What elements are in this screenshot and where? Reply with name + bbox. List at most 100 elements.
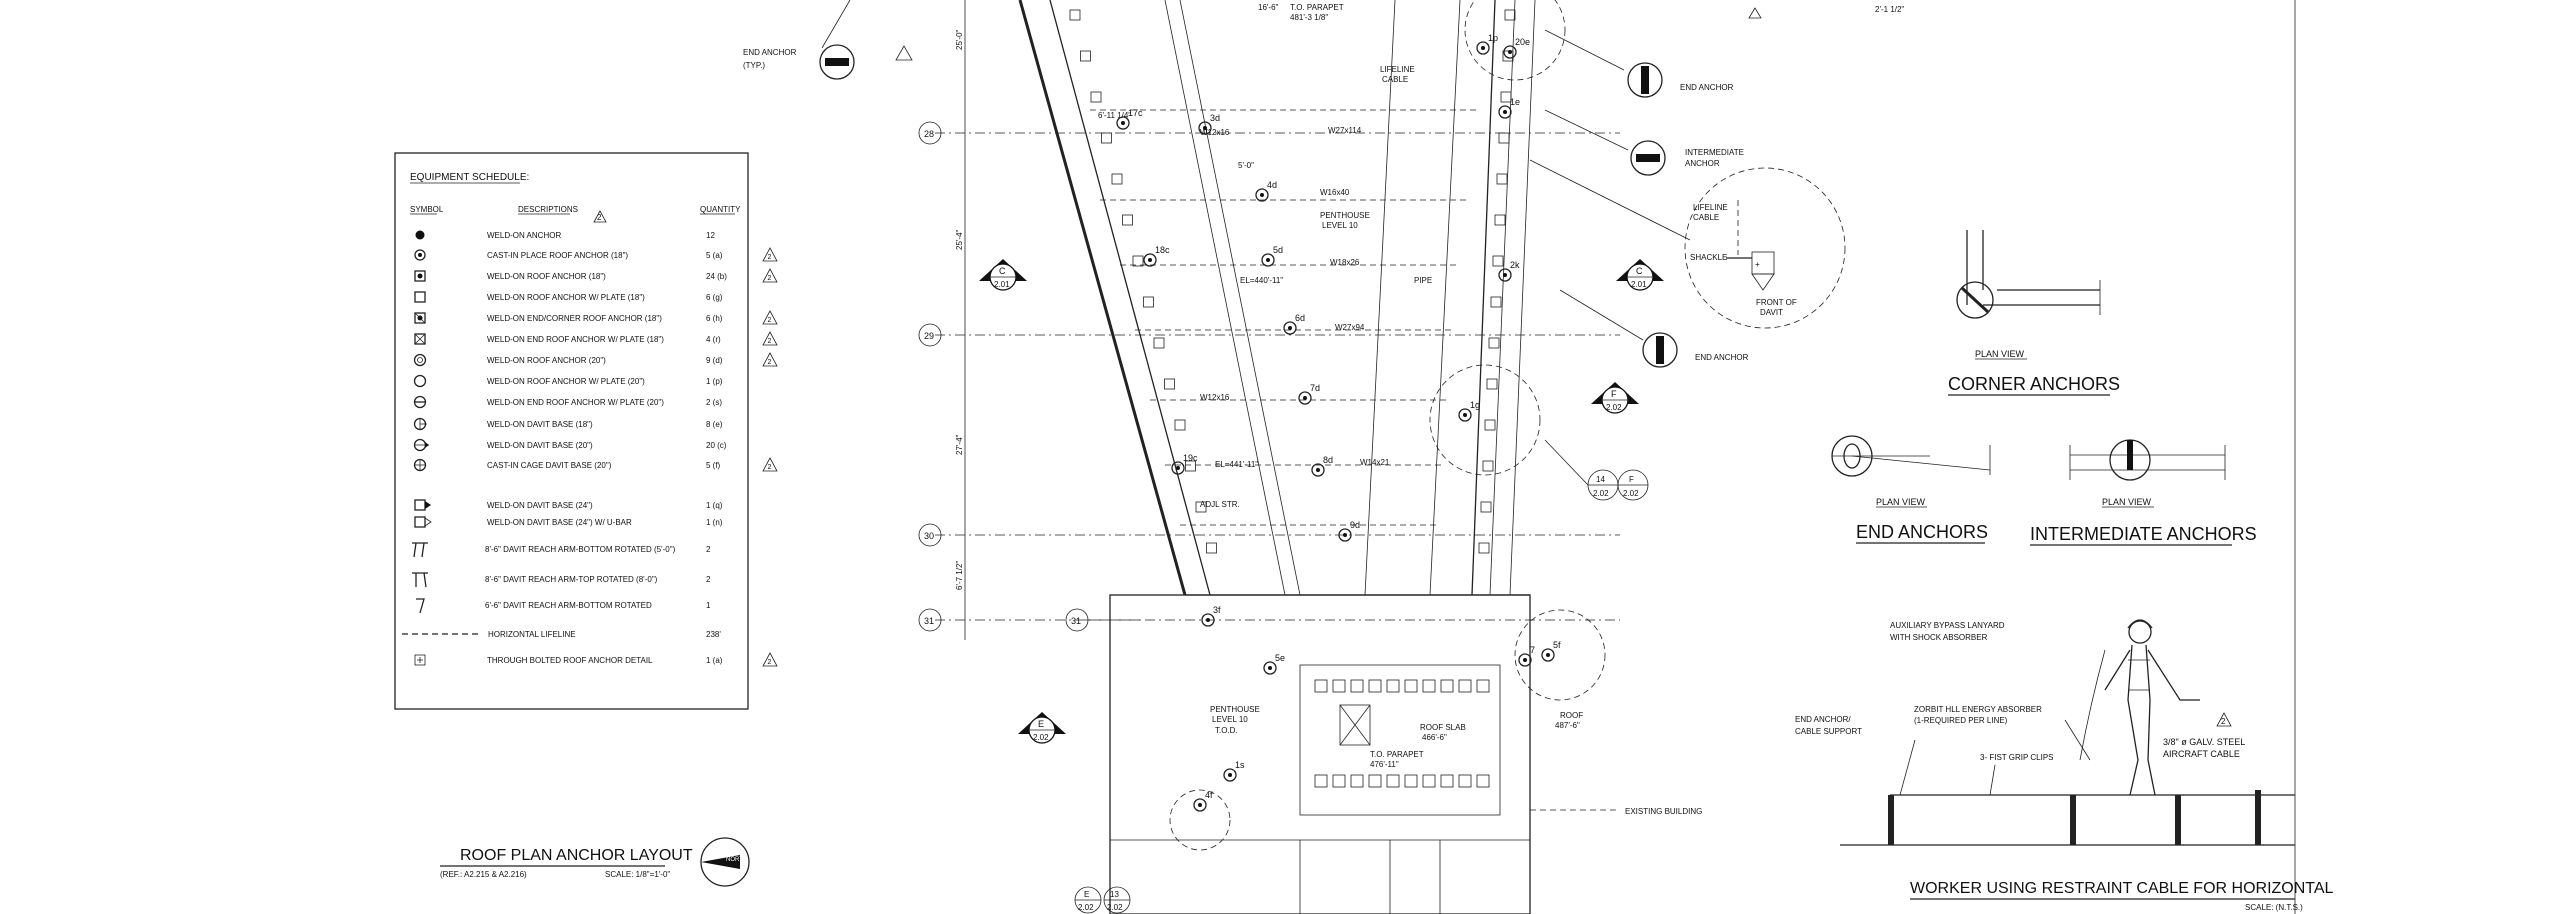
schedule-row: WELD-ON END ROOF ANCHOR W/ PLATE (18")4 … [414, 331, 778, 346]
svg-text:2.02: 2.02 [1107, 903, 1123, 912]
plan-ref: (REF.: A2.215 & A2.216) [440, 870, 527, 879]
schedule-quantity: 1 (q) [706, 501, 723, 510]
corner-anchor-icon [1956, 281, 1994, 319]
revision-triangle-icon [895, 45, 913, 61]
callout-end-anchor-1: END ANCHOR [1680, 83, 1734, 92]
anchor-marker: 19c [1171, 453, 1198, 475]
schedule-quantity: 238' [706, 630, 721, 639]
lifeline-detail-circle [1684, 167, 1846, 329]
anchor-icon [1458, 408, 1472, 422]
top-dimension-right: 2'-1 1/2" [1875, 5, 1904, 14]
anchor-marker: 1p [1476, 33, 1498, 55]
end-anchors-title: END ANCHORS [1856, 522, 1988, 542]
svg-text:31: 31 [1071, 616, 1081, 626]
slab-square [1404, 774, 1418, 788]
svg-text:DAVIT: DAVIT [1760, 308, 1783, 317]
anchor-marker: 5e [1263, 653, 1285, 675]
schedule-row: WELD-ON DAVIT BASE (20")20 (c) [413, 438, 727, 452]
svg-text:27'-4": 27'-4" [955, 434, 964, 455]
slab-square [1500, 91, 1512, 103]
schedule-row: 8'-6" DAVIT REACH ARM-BOTTOM ROTATED (5'… [412, 542, 711, 558]
penthouse-block: EXISTING BUILDING PENTHOUSE LEVEL 10 ROO… [1069, 9, 1702, 914]
grid-bubble-30: 30 [918, 523, 942, 547]
slab-square [1350, 679, 1364, 693]
slab-square [1458, 774, 1472, 788]
schedule-quantity: 5 (f) [706, 461, 721, 470]
slab-square [1494, 214, 1506, 226]
roof-plan: 28 29 30 31 31 25'-0" 25'-4" 27'-4" [440, 0, 1702, 914]
svg-text:3/8" ø GALV. STEEL: 3/8" ø GALV. STEEL [2163, 737, 2245, 747]
anchor-marker: 4f [1193, 790, 1213, 812]
slab-square [1090, 91, 1102, 103]
slab-square [1332, 679, 1346, 693]
schedule-header-rev: 2 [597, 213, 602, 222]
slab-square [1502, 50, 1514, 62]
anchor-icon [1518, 653, 1532, 667]
beam-label-2: W27x114 [1328, 126, 1362, 135]
upper-penthouse-level: LEVEL 10 [1322, 221, 1358, 230]
slab-square [1440, 679, 1454, 693]
svg-text:(1-REQUIRED PER LINE): (1-REQUIRED PER LINE) [1914, 716, 2008, 725]
schedule-description: HORIZONTAL LIFELINE [488, 630, 576, 639]
svg-text:25'-0": 25'-0" [955, 29, 964, 50]
anchor-label: 5d [1273, 245, 1283, 255]
schedule-title: EQUIPMENT SCHEDULE: [410, 172, 529, 183]
anchor-label: 5f [1553, 640, 1561, 650]
callout-end-anchor-2: END ANCHOR [1695, 353, 1749, 362]
svg-text:6'-7 1/2": 6'-7 1/2" [955, 561, 964, 590]
svg-text:2.02: 2.02 [1606, 403, 1622, 412]
slab-square [1490, 296, 1502, 308]
anchor-label: 2k [1510, 260, 1520, 270]
worker-title: WORKER USING RESTRAINT CABLE FOR HORIZON… [1910, 880, 2334, 897]
schedule-description: 8'-6" DAVIT REACH ARM-TOP ROTATED (8'-0"… [485, 575, 658, 584]
slab-square [1153, 337, 1165, 349]
circle-dot-symbol-icon [414, 249, 426, 261]
schedule-description: 6'-6" DAVIT REACH ARM-BOTTOM ROTATED [485, 601, 652, 610]
schedule-row: WELD-ON DAVIT BASE (18")8 (e) [413, 417, 723, 431]
slab-square [1101, 132, 1112, 144]
circle-target-symbol-icon [413, 353, 427, 367]
to-parapet-label: T.O. PARAPET [1370, 750, 1424, 759]
svg-text:13: 13 [1110, 890, 1119, 899]
worker-restraint-detail: AUXILIARY BYPASS LANYARD WITH SHOCK ABSO… [1795, 619, 2334, 912]
schedule-description: WELD-ON ROOF ANCHOR (18") [487, 272, 606, 281]
building-outline [1018, 0, 1536, 596]
anchor-label: 7 [1530, 645, 1535, 655]
plan-view-label-1: PLAN VIEW [1975, 349, 2025, 359]
revision-triangle-icon [762, 652, 778, 667]
schedule-description: THROUGH BOLTED ROOF ANCHOR DETAIL [487, 656, 653, 665]
schedule-quantity: 9 (d) [706, 356, 723, 365]
plus-box-symbol-icon [414, 654, 426, 666]
anchor-marker: 3f [1201, 605, 1221, 627]
schedule-quantity: 24 (b) [706, 272, 727, 281]
dim-5-0: 5'-0" [1238, 161, 1254, 170]
svg-text:2: 2 [768, 254, 772, 261]
schedule-quantity: 1 (n) [706, 518, 723, 527]
plan-scale: SCALE: 1/8"=1'-0" [605, 870, 670, 879]
circle-bar-symbol-icon [413, 395, 427, 409]
anchor-icon [1338, 528, 1352, 542]
revision-triangle-icon [1748, 7, 1762, 19]
svg-text:31: 31 [924, 616, 934, 626]
anchor-marker: 1s [1223, 760, 1245, 782]
schedule-row: CAST-IN PLACE ROOF ANCHOR (18")5 (a)2 [414, 247, 778, 262]
section-marker: E2.02 [1018, 712, 1066, 744]
schedule-row: WELD-ON ROOF ANCHOR (18")24 (b)2 [414, 268, 778, 283]
schedule-row: WELD-ON ROOF ANCHOR (20")9 (d)2 [413, 352, 778, 367]
anchor-marker: 17c [1116, 108, 1143, 130]
anchor-icon [1503, 45, 1517, 59]
detail-circle-2 [1514, 609, 1606, 701]
anchor-details: 2'-1 1/2" PLAN VIEW CORNER ANCHORS PLAN … [1748, 0, 2334, 914]
schedule-description: WELD-ON END ROOF ANCHOR W/ PLATE (18") [487, 335, 664, 344]
circle-arrow-symbol-icon [413, 438, 429, 452]
davit-b-symbol-icon [412, 572, 428, 588]
slab-square [1368, 774, 1382, 788]
slab-square [1386, 679, 1400, 693]
pipe-label: PIPE [1414, 276, 1432, 285]
svg-text:2.02: 2.02 [1033, 733, 1049, 742]
svg-text:CABLE SUPPORT: CABLE SUPPORT [1795, 727, 1862, 736]
schedule-description: WELD-ON END/CORNER ROOF ANCHOR (18") [487, 314, 662, 323]
schedule-description: WELD-ON DAVIT BASE (24") [487, 501, 593, 510]
slab-square [1482, 460, 1494, 472]
